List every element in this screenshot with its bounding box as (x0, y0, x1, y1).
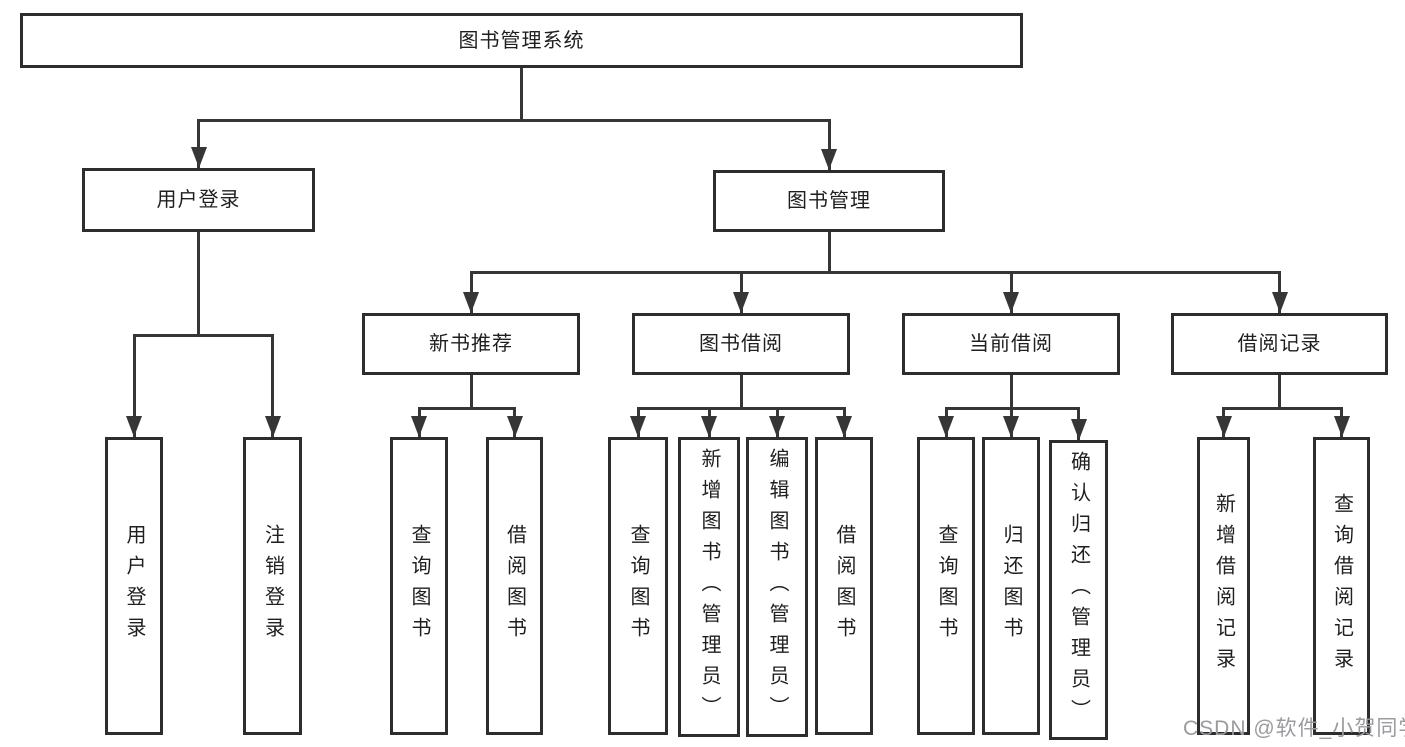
node-label-user-login-branch: 用户登录 (156, 189, 241, 211)
connector-drop (197, 120, 200, 168)
connector-bar (636, 406, 846, 410)
node-leaf-return-books: 归还图书 (982, 437, 1040, 735)
node-label-leaf-borrow-books-recommend: 借阅图书 (503, 524, 526, 648)
arrow-down-icon (1271, 292, 1288, 313)
node-label-borrowing-records: 借阅记录 (1237, 333, 1322, 355)
node-label-leaf-query-books-current: 查询图书 (935, 524, 957, 648)
connector-stem (1278, 375, 1281, 410)
arrow-down-icon (769, 416, 785, 437)
node-label-leaf-query-books-recommend: 查询图书 (408, 524, 430, 648)
arrow-down-icon (701, 416, 717, 437)
arrow-down-icon (836, 416, 852, 437)
connector-bar (469, 270, 1281, 274)
node-system-root: 图书管理系统 (20, 13, 1023, 68)
connector-bar (132, 333, 274, 337)
arrow-down-icon (821, 149, 837, 170)
node-book-borrowing: 图书借阅 (632, 313, 850, 375)
arrow-down-icon (938, 416, 954, 437)
node-leaf-add-borrow-record: 新增借阅记录 (1197, 437, 1250, 735)
connector-bar (417, 406, 516, 410)
node-leaf-query-books-recommend: 查询图书 (390, 437, 448, 735)
connector-stem (197, 232, 200, 337)
connector-stem (1009, 375, 1013, 410)
node-label-leaf-return-books: 归还图书 (1000, 524, 1022, 648)
node-label-new-book-recommend: 新书推荐 (429, 333, 513, 355)
arrow-down-icon (1333, 416, 1350, 437)
node-leaf-user-login: 用户登录 (105, 437, 163, 735)
connector-stem (469, 375, 473, 410)
arrow-down-icon (1003, 416, 1019, 437)
node-leaf-query-borrow-record: 查询借阅记录 (1313, 437, 1370, 735)
node-label-leaf-add-books-admin: 新增图书（管理员） (698, 447, 720, 727)
arrow-down-icon (126, 416, 142, 437)
arrow-down-icon (264, 416, 281, 437)
node-current-borrowing: 当前借阅 (902, 313, 1120, 375)
csdn-watermark: CSDN @软件_小贺同学 (1183, 717, 1405, 740)
node-borrowing-records: 借阅记录 (1171, 313, 1388, 375)
arrow-down-icon (1070, 419, 1087, 440)
node-label-system-root: 图书管理系统 (458, 29, 585, 52)
node-label-leaf-logout: 注销登录 (261, 524, 284, 648)
arrow-down-icon (190, 147, 207, 168)
arrow-down-icon (411, 416, 427, 437)
arrow-down-icon (733, 292, 749, 313)
node-label-book-borrowing: 图书借阅 (699, 333, 783, 355)
connector-bar (1222, 406, 1343, 410)
node-book-management-branch: 图书管理 (713, 170, 945, 232)
connector-drop (827, 120, 831, 170)
connector-drop (271, 335, 274, 437)
node-label-leaf-query-books-borrowing: 查询图书 (627, 524, 649, 648)
node-label-leaf-add-borrow-record: 新增借阅记录 (1212, 493, 1235, 679)
node-label-leaf-query-borrow-record: 查询借阅记录 (1330, 493, 1353, 679)
arrow-down-icon (630, 416, 646, 437)
node-label-leaf-confirm-return-admin: 确认归还（管理员） (1067, 450, 1090, 730)
node-leaf-query-books-current: 查询图书 (917, 437, 975, 735)
connector-bar (197, 118, 831, 122)
node-label-leaf-borrow-books-borrowing: 借阅图书 (833, 524, 855, 648)
arrow-down-icon (1003, 292, 1019, 313)
connector-drop (132, 335, 136, 437)
node-label-current-borrowing: 当前借阅 (969, 333, 1053, 355)
node-leaf-borrow-books-borrowing: 借阅图书 (815, 437, 873, 735)
arrow-down-icon (463, 292, 479, 313)
node-user-login-branch: 用户登录 (82, 168, 315, 232)
node-leaf-confirm-return-admin: 确认归还（管理员） (1049, 440, 1108, 740)
node-leaf-query-books-borrowing: 查询图书 (608, 437, 668, 735)
arrow-down-icon (506, 416, 523, 437)
connector-stem (520, 68, 523, 122)
node-leaf-logout: 注销登录 (243, 437, 302, 735)
node-leaf-add-books-admin: 新增图书（管理员） (678, 437, 740, 737)
node-label-book-management-branch: 图书管理 (787, 190, 871, 212)
node-leaf-borrow-books-recommend: 借阅图书 (486, 437, 543, 735)
node-label-leaf-user-login: 用户登录 (123, 524, 145, 648)
connector-stem (827, 232, 831, 274)
node-new-book-recommend: 新书推荐 (362, 313, 580, 375)
node-leaf-edit-books-admin: 编辑图书（管理员） (746, 437, 808, 737)
node-label-leaf-edit-books-admin: 编辑图书（管理员） (766, 447, 788, 727)
connector-stem (739, 375, 743, 410)
arrow-down-icon (1215, 416, 1232, 437)
